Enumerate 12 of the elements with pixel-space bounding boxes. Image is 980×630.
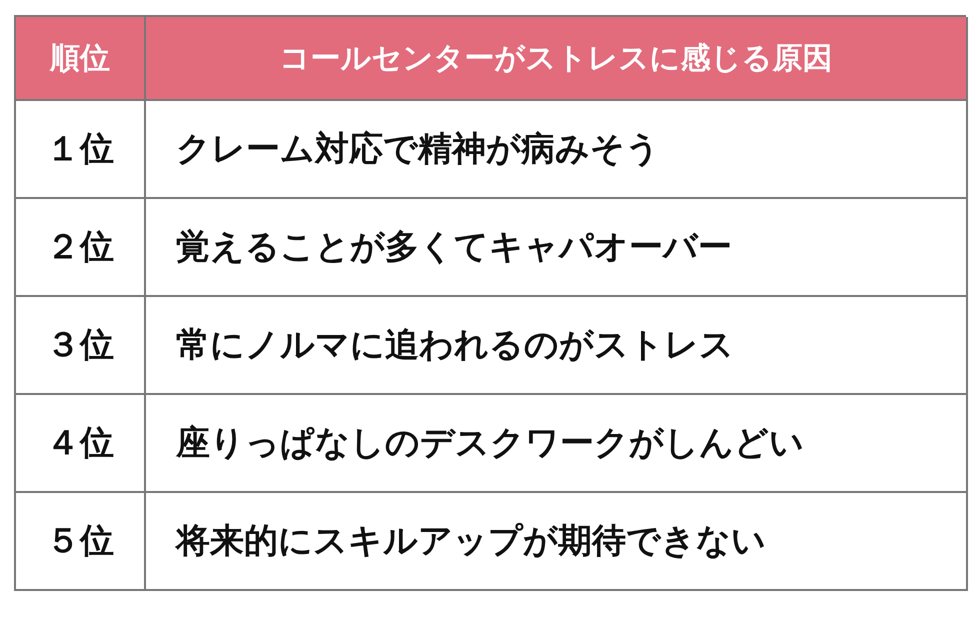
rank-cell: ５位 [16, 493, 146, 591]
reason-cell: 座りっぱなしのデスクワークがしんどい [146, 395, 968, 493]
rank-cell: ４位 [16, 395, 146, 493]
rank-cell: ３位 [16, 297, 146, 395]
reason-cell: 覚えることが多くてキャパオーバー [146, 199, 968, 297]
rank-header-cell: 順位 [16, 17, 146, 101]
reason-cell: 将来的にスキルアップが期待できない [146, 493, 968, 591]
reason-cell: 常にノルマに追われるのがストレス [146, 297, 968, 395]
reason-header-cell: コールセンターがストレスに感じる原因 [146, 17, 968, 101]
rank-cell: ２位 [16, 199, 146, 297]
reason-cell: クレーム対応で精神が病みそう [146, 101, 968, 199]
rank-cell: １位 [16, 101, 146, 199]
